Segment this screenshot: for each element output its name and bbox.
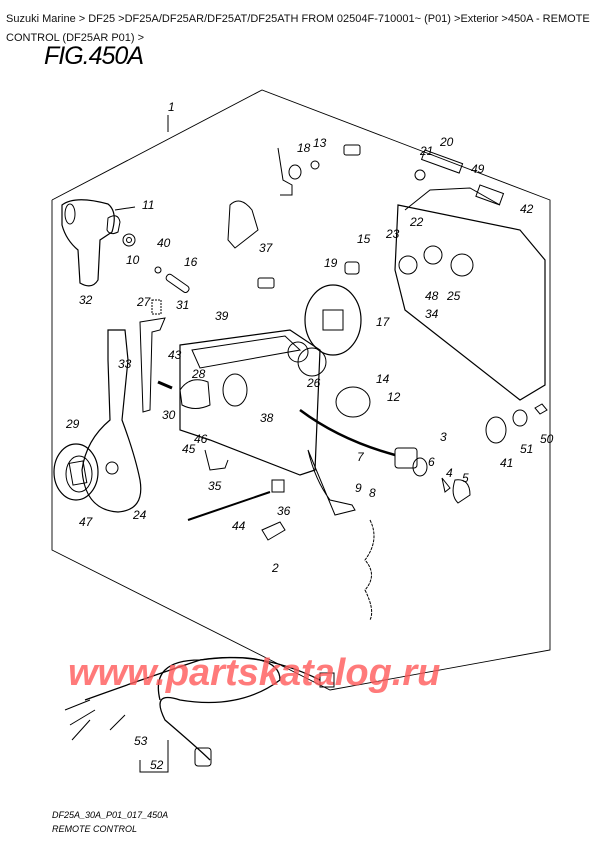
- callout-part-6[interactable]: 6: [428, 455, 435, 469]
- callout-part-51[interactable]: 51: [520, 442, 533, 456]
- callout-part-40[interactable]: 40: [157, 236, 171, 250]
- callout-part-23[interactable]: 23: [385, 227, 400, 241]
- callout-part-38[interactable]: 38: [260, 411, 274, 425]
- callout-part-48[interactable]: 48: [425, 289, 439, 303]
- part-friction-disc: [304, 284, 362, 356]
- callout-part-47[interactable]: 47: [79, 515, 94, 529]
- callout-part-31[interactable]: 31: [176, 298, 189, 312]
- callout-part-14[interactable]: 14: [376, 372, 390, 386]
- part-housing: [179, 329, 321, 476]
- callout-part-11[interactable]: 11: [142, 198, 154, 212]
- callout-part-29[interactable]: 29: [65, 417, 80, 431]
- breadcrumb: Suzuki Marine > DF25 >DF25A/DF25AR/DF25A…: [6, 10, 596, 48]
- callout-part-17[interactable]: 17: [376, 315, 391, 329]
- part-hub-cover: [53, 443, 99, 501]
- callout-part-52[interactable]: 52: [150, 758, 164, 772]
- callout-part-43[interactable]: 43: [168, 348, 182, 362]
- assembly-outline: [51, 89, 551, 691]
- callout-part-35[interactable]: 35: [208, 479, 222, 493]
- callout-part-34[interactable]: 34: [425, 307, 439, 321]
- figure-code: DF25A_30A_P01_017_450A: [52, 810, 169, 820]
- callout-part-45[interactable]: 45: [182, 442, 196, 456]
- callout-part-50[interactable]: 50: [540, 432, 554, 446]
- callout-part-19[interactable]: 19: [324, 256, 338, 270]
- callout-part-46[interactable]: 46: [194, 432, 208, 446]
- callout-part-24[interactable]: 24: [132, 508, 147, 522]
- callout-part-33[interactable]: 33: [118, 357, 132, 371]
- callout-part-16[interactable]: 16: [184, 255, 198, 269]
- callout-part-4[interactable]: 4: [446, 466, 453, 480]
- breadcrumb-text[interactable]: Suzuki Marine > DF25 >DF25A/DF25AR/DF25A…: [6, 13, 590, 44]
- callout-part-3[interactable]: 3: [440, 430, 447, 444]
- callout-part-37[interactable]: 37: [259, 241, 274, 255]
- figure-title: FIG.450A: [44, 42, 144, 70]
- callout-part-49[interactable]: 49: [471, 162, 485, 176]
- callout-part-1[interactable]: 1: [168, 100, 175, 114]
- callout-part-5[interactable]: 5: [462, 471, 469, 485]
- figure-name: REMOTE CONTROL: [52, 824, 138, 834]
- callout-part-41[interactable]: 41: [500, 456, 513, 470]
- callout-part-7[interactable]: 7: [357, 450, 365, 464]
- callout-part-42[interactable]: 42: [520, 202, 534, 216]
- callout-part-13[interactable]: 13: [313, 136, 327, 150]
- callout-part-10[interactable]: 10: [126, 253, 140, 267]
- part-control-lever: [81, 329, 142, 513]
- part-side-cover: [394, 204, 546, 401]
- callout-part-2[interactable]: 2: [271, 561, 279, 575]
- watermark: www.partskatalog.ru: [68, 652, 441, 694]
- callout-part-12[interactable]: 12: [387, 390, 401, 404]
- callout-part-32[interactable]: 32: [79, 293, 93, 307]
- callout-part-39[interactable]: 39: [215, 309, 229, 323]
- callout-part-36[interactable]: 36: [277, 504, 291, 518]
- callout-part-15[interactable]: 15: [357, 232, 371, 246]
- callout-part-8[interactable]: 8: [369, 486, 376, 500]
- callout-part-26[interactable]: 26: [306, 376, 321, 390]
- callout-part-21[interactable]: 21: [419, 144, 433, 158]
- callout-part-9[interactable]: 9: [355, 481, 362, 495]
- callout-part-30[interactable]: 30: [162, 408, 176, 422]
- callout-part-22[interactable]: 22: [409, 215, 424, 229]
- part-handle-grip: [61, 199, 115, 287]
- callout-part-27[interactable]: 27: [136, 295, 152, 309]
- callout-part-25[interactable]: 25: [446, 289, 461, 303]
- part-buzzer: [335, 386, 371, 418]
- callout-part-44[interactable]: 44: [232, 519, 246, 533]
- callout-part-28[interactable]: 28: [191, 367, 206, 381]
- callout-part-20[interactable]: 20: [439, 135, 454, 149]
- callout-part-18[interactable]: 18: [297, 141, 311, 155]
- callout-part-53[interactable]: 53: [134, 734, 148, 748]
